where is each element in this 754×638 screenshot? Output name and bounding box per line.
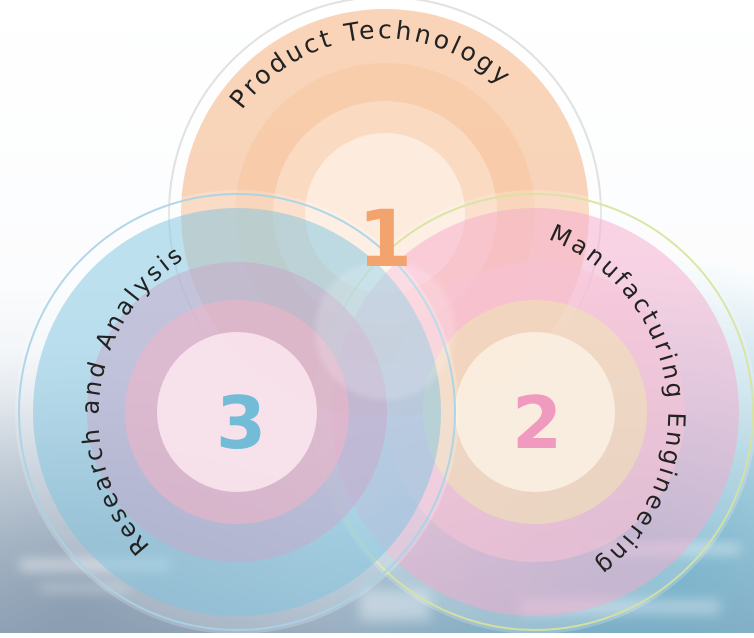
circle-1-number: 1 <box>358 195 412 285</box>
circle-2-number: 2 <box>512 381 562 465</box>
circle-3-outer-ring <box>18 193 456 631</box>
center-overlap-highlight <box>315 260 455 400</box>
circle-3-number: 3 <box>216 381 266 465</box>
circle-3-core <box>157 332 317 492</box>
circle-2-core <box>455 332 615 492</box>
